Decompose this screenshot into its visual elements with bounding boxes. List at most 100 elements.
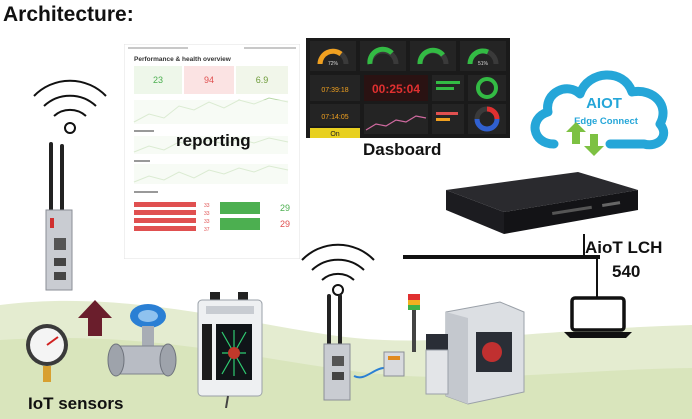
report-bar-value-1: 33: [204, 203, 210, 209]
machine-inner-part: [482, 342, 502, 362]
report-side-value-2: 29: [280, 219, 290, 229]
wifi-left-dot: [64, 122, 76, 134]
clock-tile-small-2: [310, 104, 360, 126]
aiot-lch-label-line2: 540: [612, 262, 641, 281]
left-antenna-2: [60, 144, 64, 212]
upload-arrow: [78, 300, 112, 336]
report-stat-1: 23: [153, 75, 163, 85]
ring-2-red: [486, 106, 500, 120]
status-bar-3: [436, 112, 458, 115]
iot-sensors-label: IoT sensors: [28, 394, 124, 413]
upload-arrow-icon: [78, 300, 112, 336]
machine-control-panel: [426, 334, 448, 350]
controller-connector-1: [210, 292, 220, 302]
report-section-label-1: [134, 130, 154, 132]
left-gateway-port-2: [54, 258, 66, 266]
report-stat-3: 6.9: [256, 75, 269, 85]
report-section-label-2: [134, 160, 150, 162]
report-chart-2-area: [134, 136, 288, 154]
io-module-cable: [353, 366, 389, 379]
server-left-face: [446, 190, 504, 234]
report-bar-2: [134, 210, 196, 215]
page-title: Architecture:: [3, 3, 134, 26]
dashboard-chart-line: [365, 115, 427, 131]
sync-arrow-down: [584, 134, 604, 156]
report-side-bar-1: [220, 202, 260, 214]
wifi-center-arc-1: [301, 243, 375, 261]
left-antenna-1: [49, 142, 53, 212]
report-chart-3-area: [134, 164, 288, 184]
wifi-left-arc-1: [33, 79, 107, 97]
controller-label-strip: [206, 306, 254, 314]
report-chart-1-area: [134, 100, 288, 124]
wifi-center-dot: [332, 284, 344, 296]
reporting-label: reporting: [176, 131, 251, 150]
report-stat-2: 94: [204, 75, 214, 85]
clock-small-2: 07:14:05: [321, 114, 348, 121]
controller-cable: [225, 395, 229, 408]
report-bar-value-4: 37: [204, 227, 210, 233]
center-antenna-1: [327, 294, 331, 348]
gauge-tile-2: [360, 41, 406, 71]
signal-tower-pole: [412, 308, 416, 352]
cloud-text-edge: Edge Connect: [574, 116, 639, 127]
center-antenna-2: [338, 294, 342, 348]
controller-screen-center: [228, 347, 240, 359]
dashboard-label: Dasboard: [363, 140, 442, 159]
left-gateway-port-1: [54, 238, 66, 250]
gauge-tile-3: [410, 41, 456, 71]
ring-2-blue: [474, 118, 500, 132]
controller-device: [197, 292, 263, 408]
laptop-base: [564, 332, 632, 338]
dashboard-panel: 72% 51% 07:39:18 00:25:04 07:14:05 On: [306, 38, 510, 138]
cloud-text-aiot: AIOT: [586, 95, 622, 112]
flow-meter-sensor: [107, 304, 177, 377]
clock-big: 00:25:04: [372, 82, 420, 96]
gauge-tile-4: [460, 41, 506, 71]
industrial-machine: [408, 294, 525, 405]
gauge-1-value: 72%: [328, 61, 339, 67]
status-bar-4: [436, 118, 450, 121]
machine-control-stand: [425, 349, 449, 395]
pressure-gauge-sensor: [26, 324, 68, 382]
laptop-screen: [570, 296, 626, 332]
gauge-tile-1: [310, 41, 356, 71]
status-bar-1: [436, 81, 460, 84]
cloud-outline: [530, 70, 669, 150]
server-port-row: [552, 205, 592, 215]
server-connector: [583, 234, 585, 256]
wifi-center-arc-2: [311, 258, 365, 271]
flow-meter-display: [138, 310, 158, 322]
wifi-left-arc-2: [43, 94, 97, 107]
server-led-row: [602, 201, 621, 207]
report-stat-box-1: [134, 66, 182, 94]
report-side-bar-2: [220, 218, 260, 230]
gauge-stem: [43, 366, 51, 382]
report-bar-4: [134, 226, 196, 231]
report-topline-right: [244, 47, 296, 49]
report-heading: Performance & health overview: [134, 56, 232, 63]
laptop-icon: [564, 296, 632, 338]
clock-tile-big: [364, 75, 428, 101]
signal-tower-green: [408, 305, 420, 310]
signal-tower-red: [408, 294, 420, 300]
reporting-panel: Performance & health overview 23 94 6.9 …: [124, 44, 300, 259]
dashboard-on-button: On: [330, 131, 339, 138]
wifi-icon-left: [33, 79, 107, 134]
center-gateway-device: [323, 294, 351, 401]
flow-meter-flange-left: [107, 343, 125, 377]
server-top: [446, 172, 638, 212]
network-bus-line: [403, 255, 600, 259]
io-module: [353, 351, 405, 379]
aiot-lch-label-line1: AioT LCH: [585, 238, 663, 257]
gauge-2-fill: [367, 46, 394, 65]
signal-tower-yellow: [408, 300, 420, 305]
report-bar-value-2: 33: [204, 211, 210, 217]
gauge-3-fill: [417, 47, 445, 65]
machine-left-face: [446, 312, 468, 404]
sync-arrow-up: [566, 122, 586, 144]
controller-connector-2: [238, 292, 248, 302]
laptop-connector: [596, 258, 598, 298]
wifi-center-arc-3: [321, 272, 355, 281]
